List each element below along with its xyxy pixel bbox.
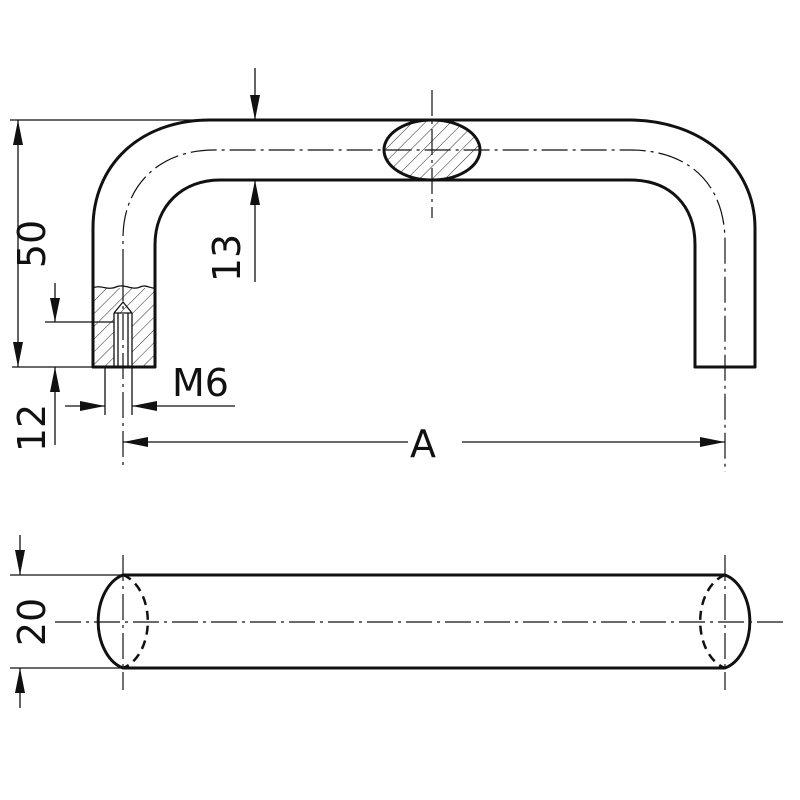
top-view	[55, 555, 785, 690]
dimension-50: 50	[10, 119, 200, 368]
dimension-12: 12	[10, 283, 114, 452]
left-hidden-arc	[122, 573, 150, 670]
break-line	[92, 285, 156, 289]
right-hidden-arc	[698, 573, 726, 670]
dim-label-m6: M6	[172, 361, 229, 405]
dim-label-12: 12	[10, 404, 54, 452]
dim-label-50: 50	[10, 220, 54, 268]
revolved-section	[382, 90, 482, 218]
dimension-13: 13	[205, 68, 260, 282]
front-view	[91, 90, 757, 472]
rod-centerline	[122, 149, 726, 472]
dimension-m6: M6	[65, 361, 235, 415]
dimension-20: 20	[10, 535, 123, 708]
dim-label-20: 20	[10, 598, 54, 646]
dim-label-a: A	[410, 422, 436, 466]
dim-label-13: 13	[205, 234, 249, 282]
dimension-a: A	[123, 422, 725, 466]
